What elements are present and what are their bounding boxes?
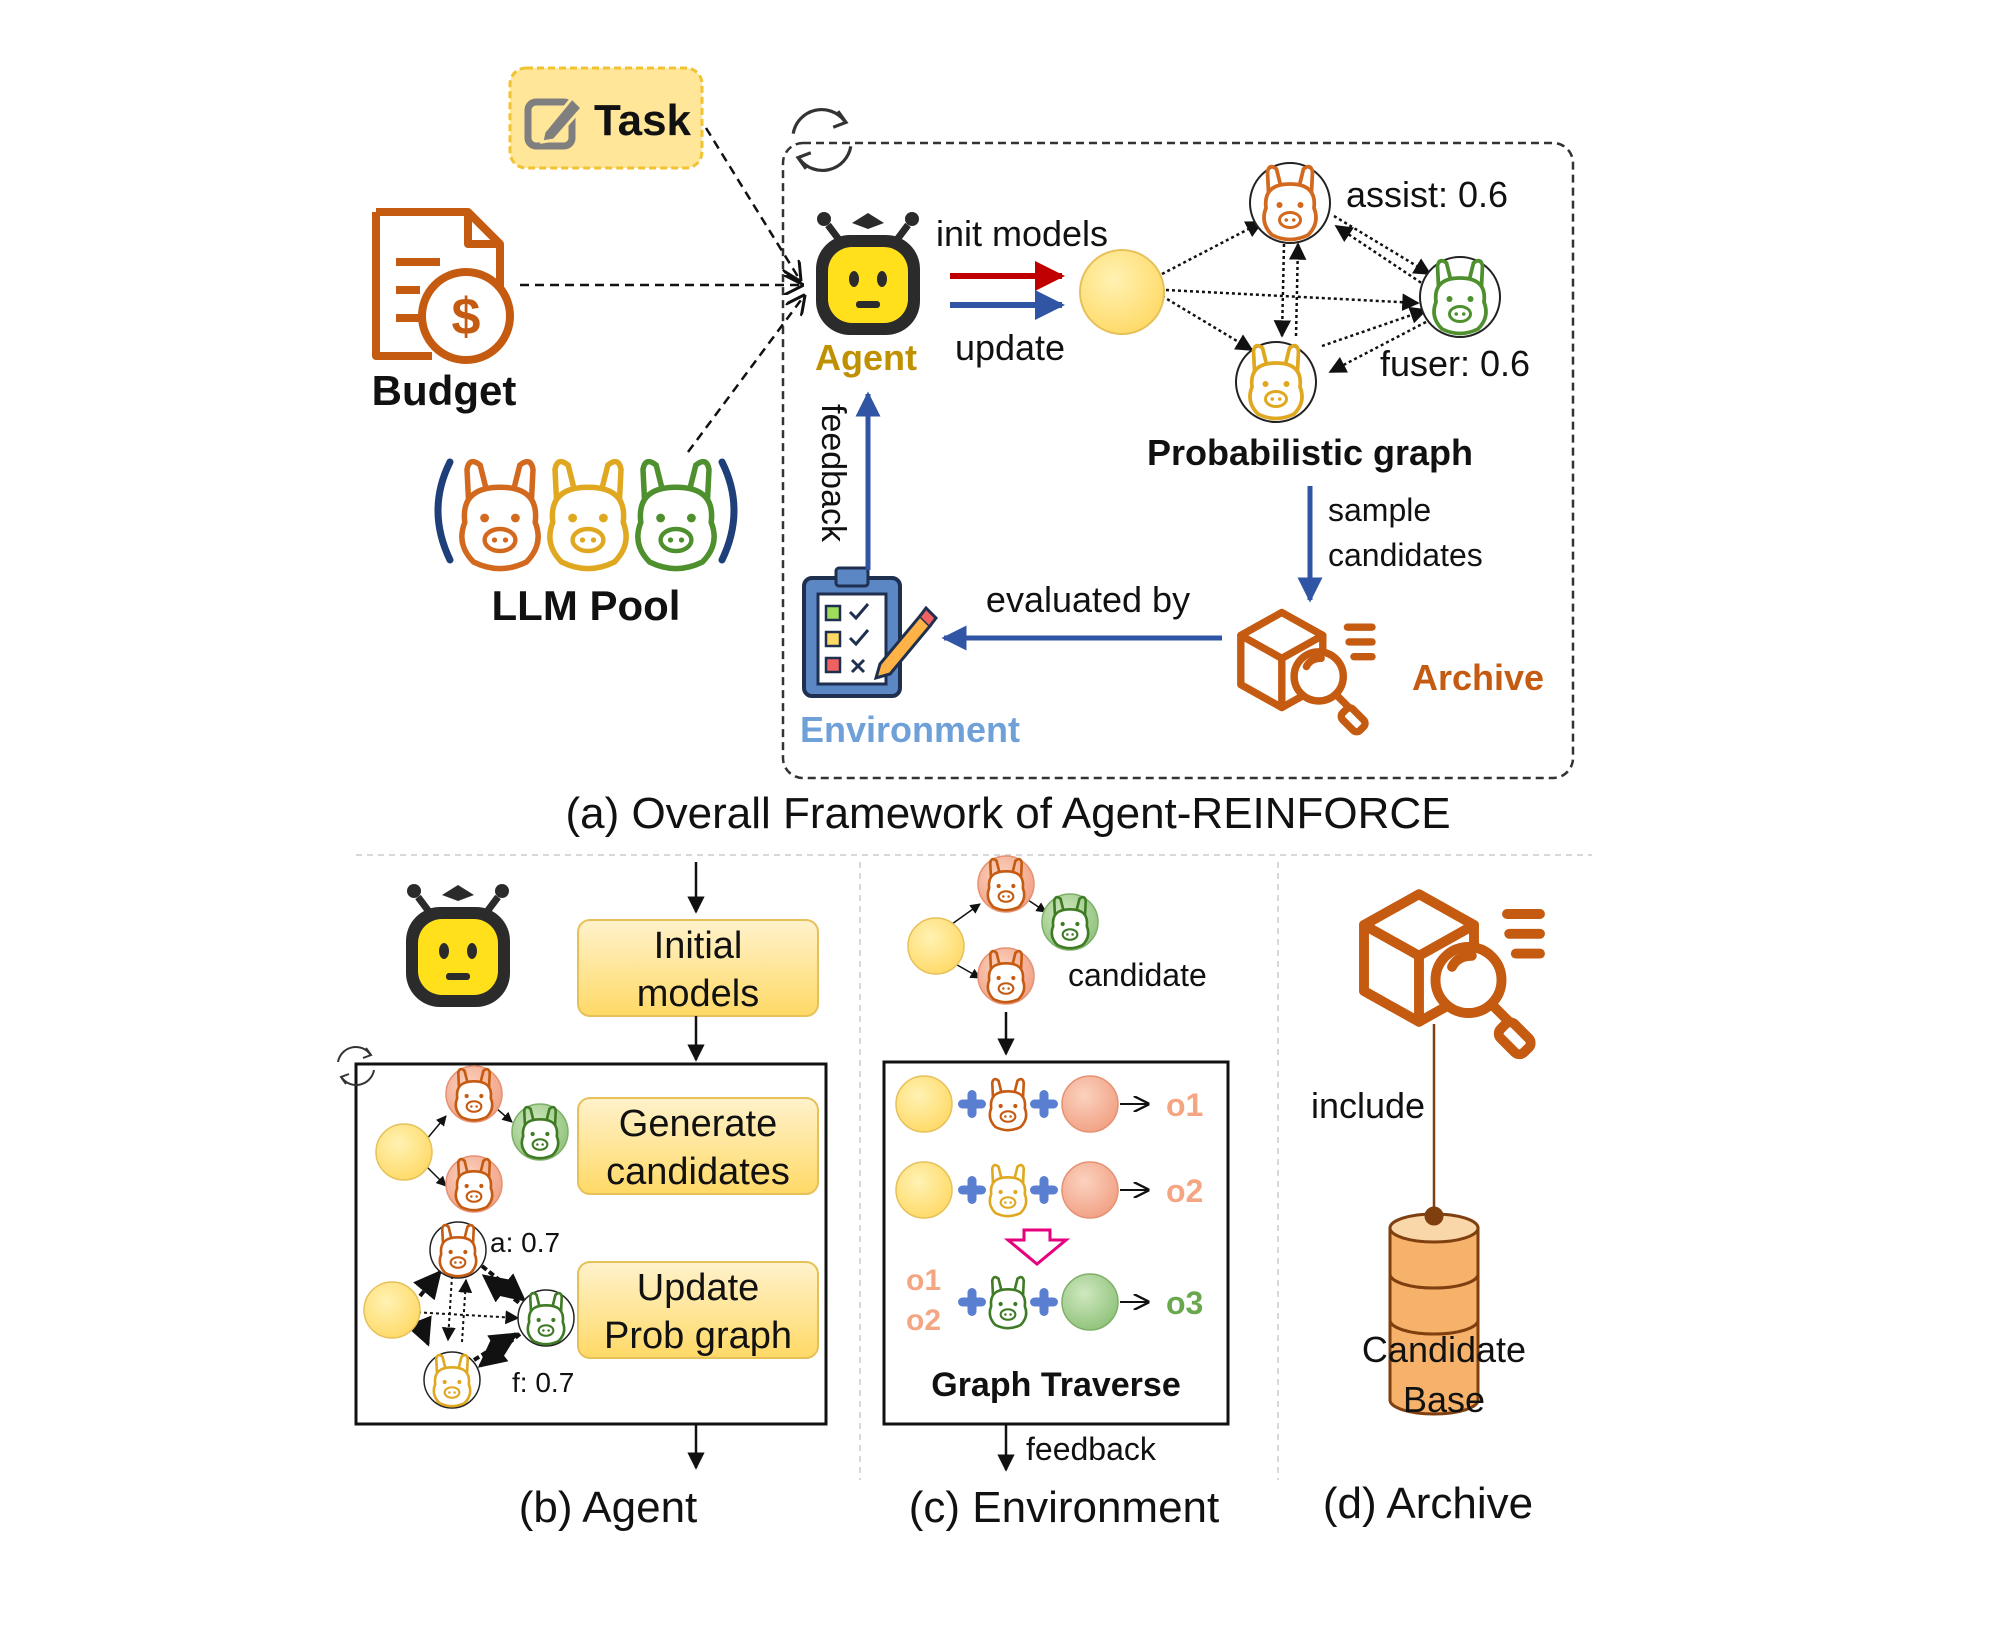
probabilistic-graph-label: Probabilistic graph	[1147, 432, 1473, 473]
graph-traverse-box	[882, 1060, 1230, 1426]
candidate-graph	[907, 855, 1099, 1005]
feedback-c-label: feedback	[1026, 1431, 1157, 1467]
agent-robot-icon	[406, 884, 510, 1007]
caption-c: (c) Environment	[909, 1483, 1220, 1532]
agent-loop-box	[354, 1062, 828, 1426]
input-node	[1079, 249, 1165, 335]
caption-b: (b) Agent	[519, 1483, 698, 1532]
llama-yellow-icon	[550, 462, 626, 569]
generate-1: Generate	[619, 1103, 777, 1145]
init-models-label: init models	[936, 213, 1108, 254]
panel-b: Initial models Generate candidates	[337, 862, 828, 1532]
update-label: update	[955, 327, 1065, 368]
archive-label: Archive	[1412, 657, 1544, 698]
cycle-icon	[791, 107, 853, 173]
llama-green-icon	[638, 462, 714, 569]
initial-models-2: models	[637, 973, 760, 1015]
generate-2: candidates	[606, 1151, 790, 1193]
o3-label: o3	[1166, 1285, 1203, 1321]
fuser-label: fuser: 0.6	[1380, 343, 1530, 384]
traverse-row-o2	[895, 1161, 1148, 1219]
budget-icon: $	[372, 208, 514, 364]
o2-label: o2	[1166, 1173, 1203, 1209]
o1-input-label: o1	[906, 1264, 941, 1297]
traverse-row-o3	[958, 1273, 1148, 1331]
f-label: f: 0.7	[512, 1367, 574, 1398]
environment-label: Environment	[800, 709, 1020, 750]
pool-to-agent-arrow	[686, 296, 804, 453]
archive-icon	[1364, 894, 1540, 1057]
llama-orange-icon	[462, 462, 538, 569]
mini-prob-graph	[363, 1221, 575, 1409]
panel-d: include Candidate Candidate Base (d) Arc…	[1311, 894, 1540, 1528]
update-2: Prob graph	[604, 1315, 792, 1357]
update-prob-graph-box	[577, 1261, 819, 1359]
sample-label-2: candidates	[1328, 537, 1483, 573]
include-label: include	[1311, 1085, 1425, 1126]
task-label: Task	[594, 96, 692, 145]
probabilistic-graph	[1079, 162, 1501, 423]
a-label: a: 0.7	[490, 1227, 560, 1258]
candidate-base-label-2: Base	[1403, 1379, 1485, 1420]
evaluated-label: evaluated by	[986, 579, 1190, 620]
svg-text:$: $	[452, 288, 481, 346]
update-1: Update	[637, 1267, 760, 1309]
llm-pool-label: LLM Pool	[492, 582, 681, 629]
panel-c: candidate o1 o2 o1 o2	[882, 855, 1230, 1532]
o2-input-label: o2	[906, 1304, 941, 1337]
archive-icon	[1241, 612, 1372, 733]
generate-candidates-box	[577, 1097, 819, 1195]
framework-frame	[781, 141, 1575, 780]
edit-icon	[524, 95, 585, 150]
initial-models-box	[577, 919, 819, 1017]
o1-label: o1	[1166, 1087, 1203, 1123]
traverse-row-o1	[895, 1075, 1148, 1133]
llm-pool	[434, 458, 738, 569]
caption-a: (a) Overall Framework of Agent-REINFORCE	[565, 789, 1450, 838]
budget-label: Budget	[372, 367, 517, 414]
initial-models-1: Initial	[654, 925, 743, 967]
agent-label: Agent	[815, 337, 917, 378]
caption-d: (d) Archive	[1323, 1479, 1533, 1528]
assist-label: assist: 0.6	[1346, 174, 1508, 215]
candidate-base-label-1: Candidate	[1362, 1329, 1526, 1370]
mini-candidate-graph	[375, 1065, 569, 1213]
sample-label-1: sample	[1328, 492, 1431, 528]
agent-robot-icon	[816, 212, 920, 335]
panel-a: Task $ Budget LLM Pool Agent	[372, 66, 1575, 838]
database-icon	[1388, 1206, 1480, 1416]
graph-traverse-label: Graph Traverse	[931, 1366, 1180, 1404]
feedback-label: feedback	[814, 404, 852, 543]
clipboard-icon	[802, 566, 938, 698]
pink-down-arrow	[1003, 1228, 1071, 1266]
candidate-label: candidate	[1068, 957, 1207, 993]
